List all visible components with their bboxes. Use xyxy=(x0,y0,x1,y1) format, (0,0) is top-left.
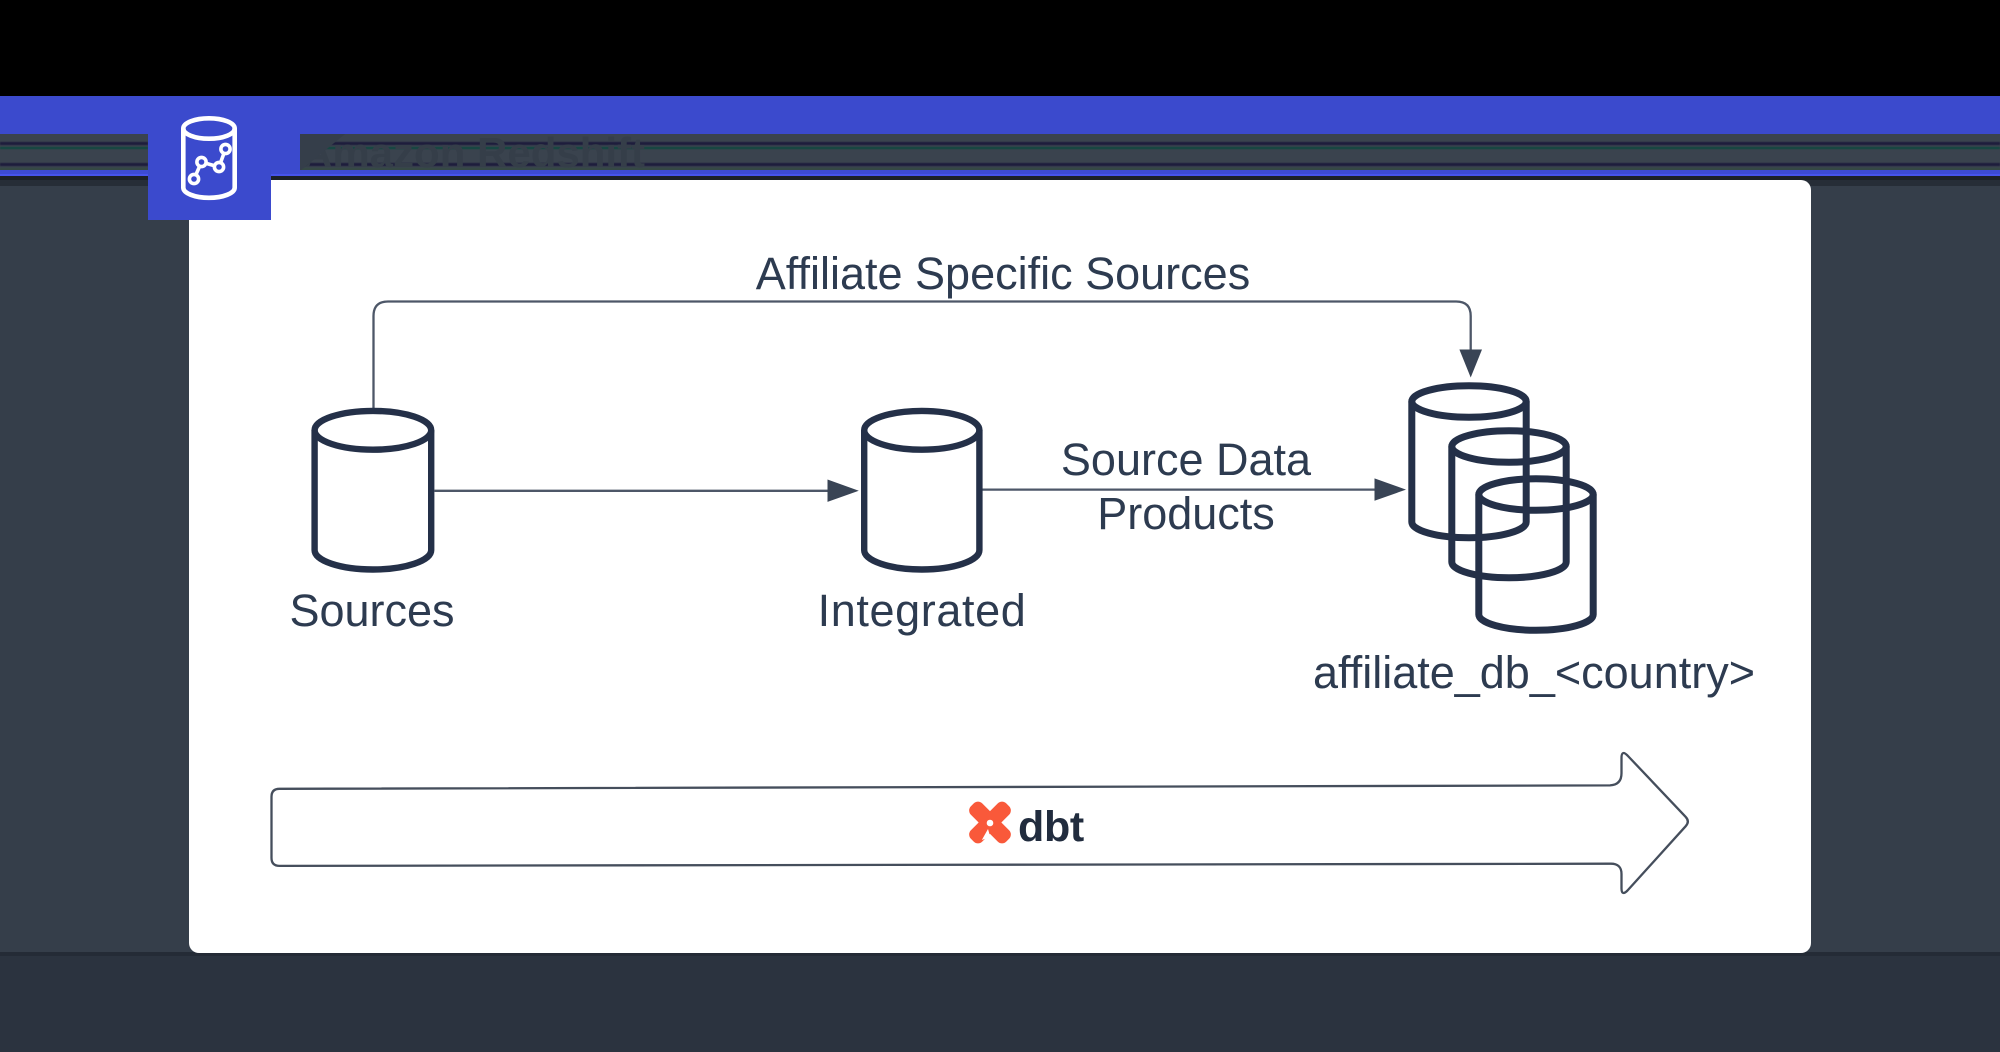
svg-text:dbt: dbt xyxy=(1018,803,1084,851)
